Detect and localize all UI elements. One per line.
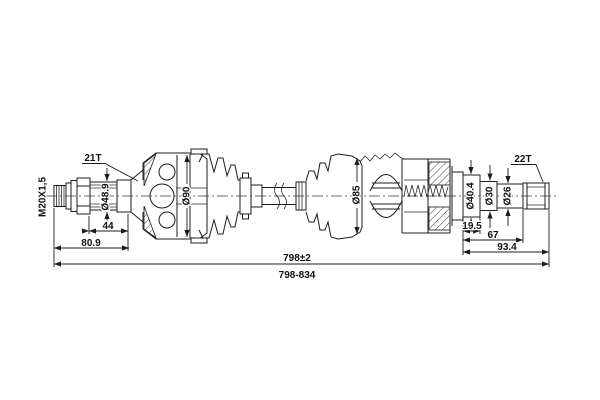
dim-right-end-length: 93.4	[497, 242, 517, 253]
dim-overall-length: 798±2	[283, 253, 311, 264]
dimension-lines	[53, 155, 550, 267]
thread-spec-label: M20X1,5	[38, 177, 49, 217]
dia-stub-seat-label: Ø48.9	[101, 183, 112, 211]
dia-step1-label: Ø40.4	[466, 182, 477, 210]
dim-right-step2-length: 67	[487, 230, 499, 241]
right-spline-count-label: 22T	[514, 154, 531, 165]
dia-inner-boot-label: Ø85	[352, 185, 363, 204]
dim-stub-total-length: 80.9	[81, 238, 101, 249]
tripod-joint-housing	[359, 152, 458, 234]
dia-step3-label: Ø26	[503, 186, 514, 205]
dim-right-step1-length: 19.5	[462, 221, 482, 232]
dia-outer-joint-label: Ø90	[182, 186, 193, 205]
right-spline-leader	[511, 164, 544, 183]
left-spline-leader	[82, 163, 139, 182]
left-spline-count-label: 21T	[84, 153, 101, 164]
dim-stub-spline-length: 44	[102, 221, 114, 232]
dim-overall-range: 798-834	[279, 270, 316, 281]
dia-step2-label: Ø30	[485, 186, 496, 205]
stub-spline-section	[89, 169, 144, 223]
